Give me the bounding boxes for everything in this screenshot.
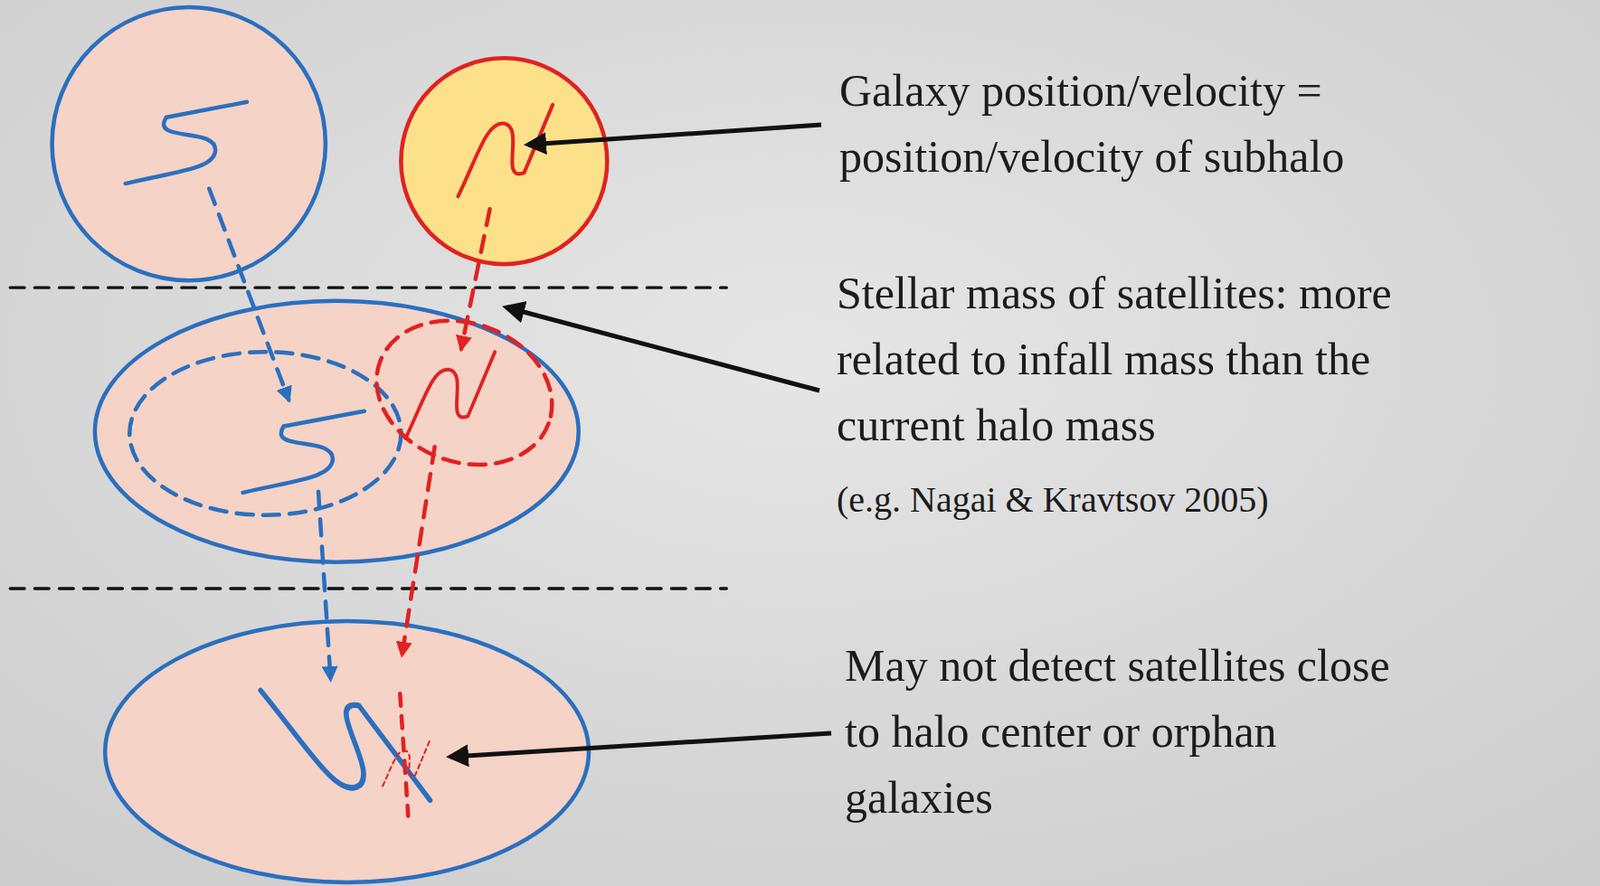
evolution-arrow <box>318 492 332 681</box>
galaxy-symbol <box>243 411 365 493</box>
galaxy-symbol <box>458 89 554 212</box>
evolution-arrow <box>461 208 491 350</box>
satellite-halo <box>400 57 607 265</box>
host-halo <box>52 7 326 281</box>
galaxy-symbol <box>405 337 495 454</box>
time-separator <box>9 586 727 590</box>
time-separator <box>9 285 727 289</box>
galaxy-symbol <box>125 102 247 184</box>
evolution-arrow <box>399 693 408 816</box>
annotation-text: Galaxy position/velocity = position/velo… <box>839 57 1591 190</box>
citation: (e.g. Nagai & Kravtsov 2005) <box>836 477 1561 523</box>
galaxy-symbol <box>260 644 430 847</box>
leader-arrow <box>528 124 822 145</box>
annotation-text: Stellar mass of satellites: more related… <box>836 260 1461 459</box>
annotation-text: May not detect satellites close to halo … <box>844 633 1433 832</box>
leader-arrow <box>450 733 832 758</box>
evolution-arrow <box>208 189 289 401</box>
evolution-arrow <box>402 446 436 655</box>
leader-arrow <box>506 307 820 391</box>
central-subhalo <box>129 351 401 516</box>
merged-halo <box>94 301 579 563</box>
